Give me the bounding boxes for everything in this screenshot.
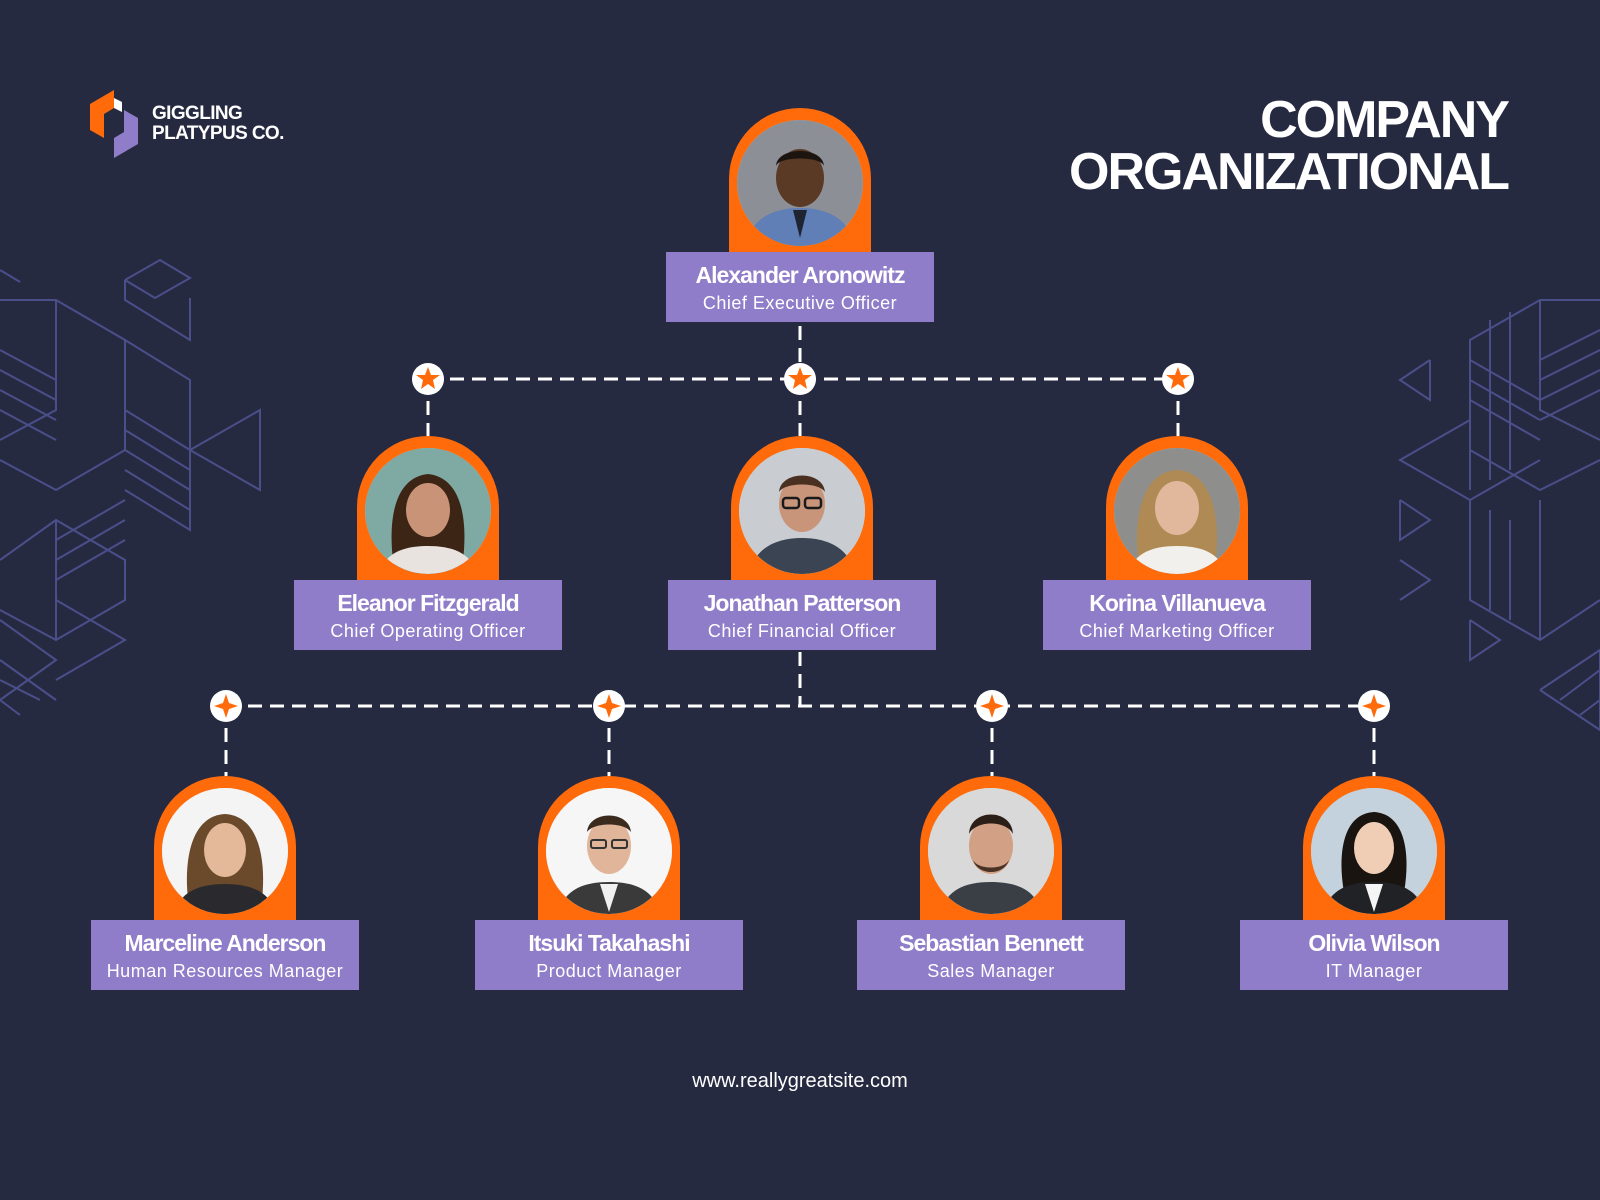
photo-frame [1303, 776, 1445, 924]
person-name: Alexander Aronowitz [695, 262, 906, 288]
person-card: Olivia Wilson IT Manager [1240, 920, 1508, 990]
person-role: Product Manager [536, 961, 682, 981]
website-link[interactable]: www.reallygreatsite.com [692, 1070, 908, 1092]
person-card: Alexander Aronowitz Chief Executive Offi… [666, 252, 934, 322]
company-name-line2: PLATYPUS CO. [152, 123, 284, 144]
person-name: Olivia Wilson [1308, 930, 1440, 956]
person-name: Korina Villanueva [1089, 590, 1266, 616]
person-card: Itsuki Takahashi Product Manager [475, 920, 743, 990]
photo-frame [731, 436, 873, 584]
sparkle-marker-icon [1358, 690, 1390, 722]
star-marker-icon [1162, 363, 1194, 395]
company-name-line1: GIGGLING [152, 103, 243, 124]
avatar [928, 788, 1054, 914]
person-name: Eleanor Fitzgerald [337, 590, 519, 616]
person-card: Korina Villanueva Chief Marketing Office… [1043, 580, 1311, 650]
photo-frame [729, 108, 871, 256]
company-name: GIGGLING PLATYPUS CO. [152, 104, 284, 144]
avatar [1114, 448, 1240, 574]
person-role: Human Resources Manager [106, 961, 344, 981]
person-card: Eleanor Fitzgerald Chief Operating Offic… [294, 580, 562, 650]
avatar [365, 448, 491, 574]
photo-frame [920, 776, 1062, 924]
person-role: Chief Financial Officer [707, 621, 897, 641]
person-card: Jonathan Patterson Chief Financial Offic… [668, 580, 936, 650]
person-card: Marceline Anderson Human Resources Manag… [91, 920, 359, 990]
person-role: IT Manager [1325, 961, 1423, 981]
avatar [737, 120, 863, 246]
photo-frame [357, 436, 499, 584]
avatar [1311, 788, 1437, 914]
avatar [162, 788, 288, 914]
avatar [546, 788, 672, 914]
company-brand: GIGGLING PLATYPUS CO. [90, 90, 284, 158]
page-title-line1: COMPANY [1260, 91, 1510, 149]
person-card: Sebastian Bennett Sales Manager [857, 920, 1125, 990]
person-name: Jonathan Patterson [703, 590, 902, 616]
person-role: Chief Executive Officer [702, 293, 898, 313]
star-marker-icon [412, 363, 444, 395]
person-role: Chief Marketing Officer [1079, 621, 1275, 641]
sparkle-marker-icon [593, 690, 625, 722]
sparkle-marker-icon [210, 690, 242, 722]
photo-frame [154, 776, 296, 924]
person-role: Chief Operating Officer [330, 621, 526, 641]
page-title: COMPANY ORGANIZATIONAL [1069, 91, 1510, 201]
person-name: Marceline Anderson [124, 930, 327, 956]
company-logo-icon [90, 90, 138, 158]
page-title-line2: ORGANIZATIONAL [1069, 143, 1510, 201]
star-marker-icon [784, 363, 816, 395]
sparkle-marker-icon [976, 690, 1008, 722]
person-name: Sebastian Bennett [899, 930, 1084, 956]
person-name: Itsuki Takahashi [528, 930, 690, 956]
avatar [739, 448, 865, 574]
person-role: Sales Manager [927, 961, 1055, 981]
photo-frame [1106, 436, 1248, 584]
photo-frame [538, 776, 680, 924]
